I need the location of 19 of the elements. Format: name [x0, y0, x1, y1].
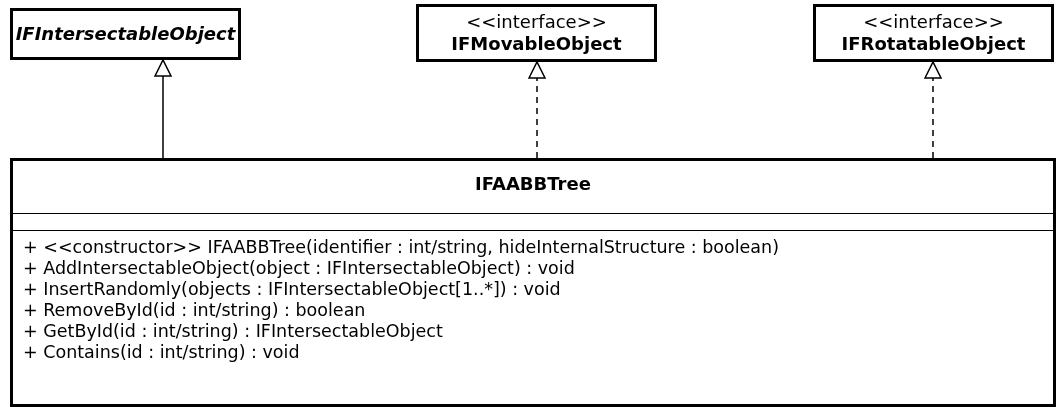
stereotype-label: <<interface>> [863, 11, 1004, 32]
class-name: IFIntersectableObject [15, 23, 236, 44]
realization-arrow [924, 61, 942, 159]
method-signature: + GetById(id : int/string) : IFIntersectableObject [23, 321, 443, 342]
method-signature: + <<constructor>> IFAABBTree(identifier : int/string, hideInternalStructure : boolean) [23, 237, 779, 258]
class-box [10, 8, 241, 60]
method-signature: + RemoveById(id : int/string) : boolean [23, 300, 366, 321]
inheritance-arrow [154, 59, 172, 159]
method-signature: + AddIntersectableObject(object : IFIntersectableObject) : void [23, 258, 575, 279]
class-name: IFRotatableObject [841, 33, 1026, 54]
stereotype-label: <<interface>> [466, 11, 607, 32]
interface-box [813, 4, 1054, 62]
method-signature: + Contains(id : int/string) : void [23, 342, 300, 363]
class-name: IFMovableObject [451, 33, 622, 54]
class-box [10, 158, 1056, 407]
realization-arrow [528, 61, 546, 159]
class-name: IFAABBTree [475, 173, 591, 194]
method-signature: + InsertRandomly(objects : IFIntersectableObject[1..*]) : void [23, 279, 561, 300]
interface-box [416, 4, 657, 62]
